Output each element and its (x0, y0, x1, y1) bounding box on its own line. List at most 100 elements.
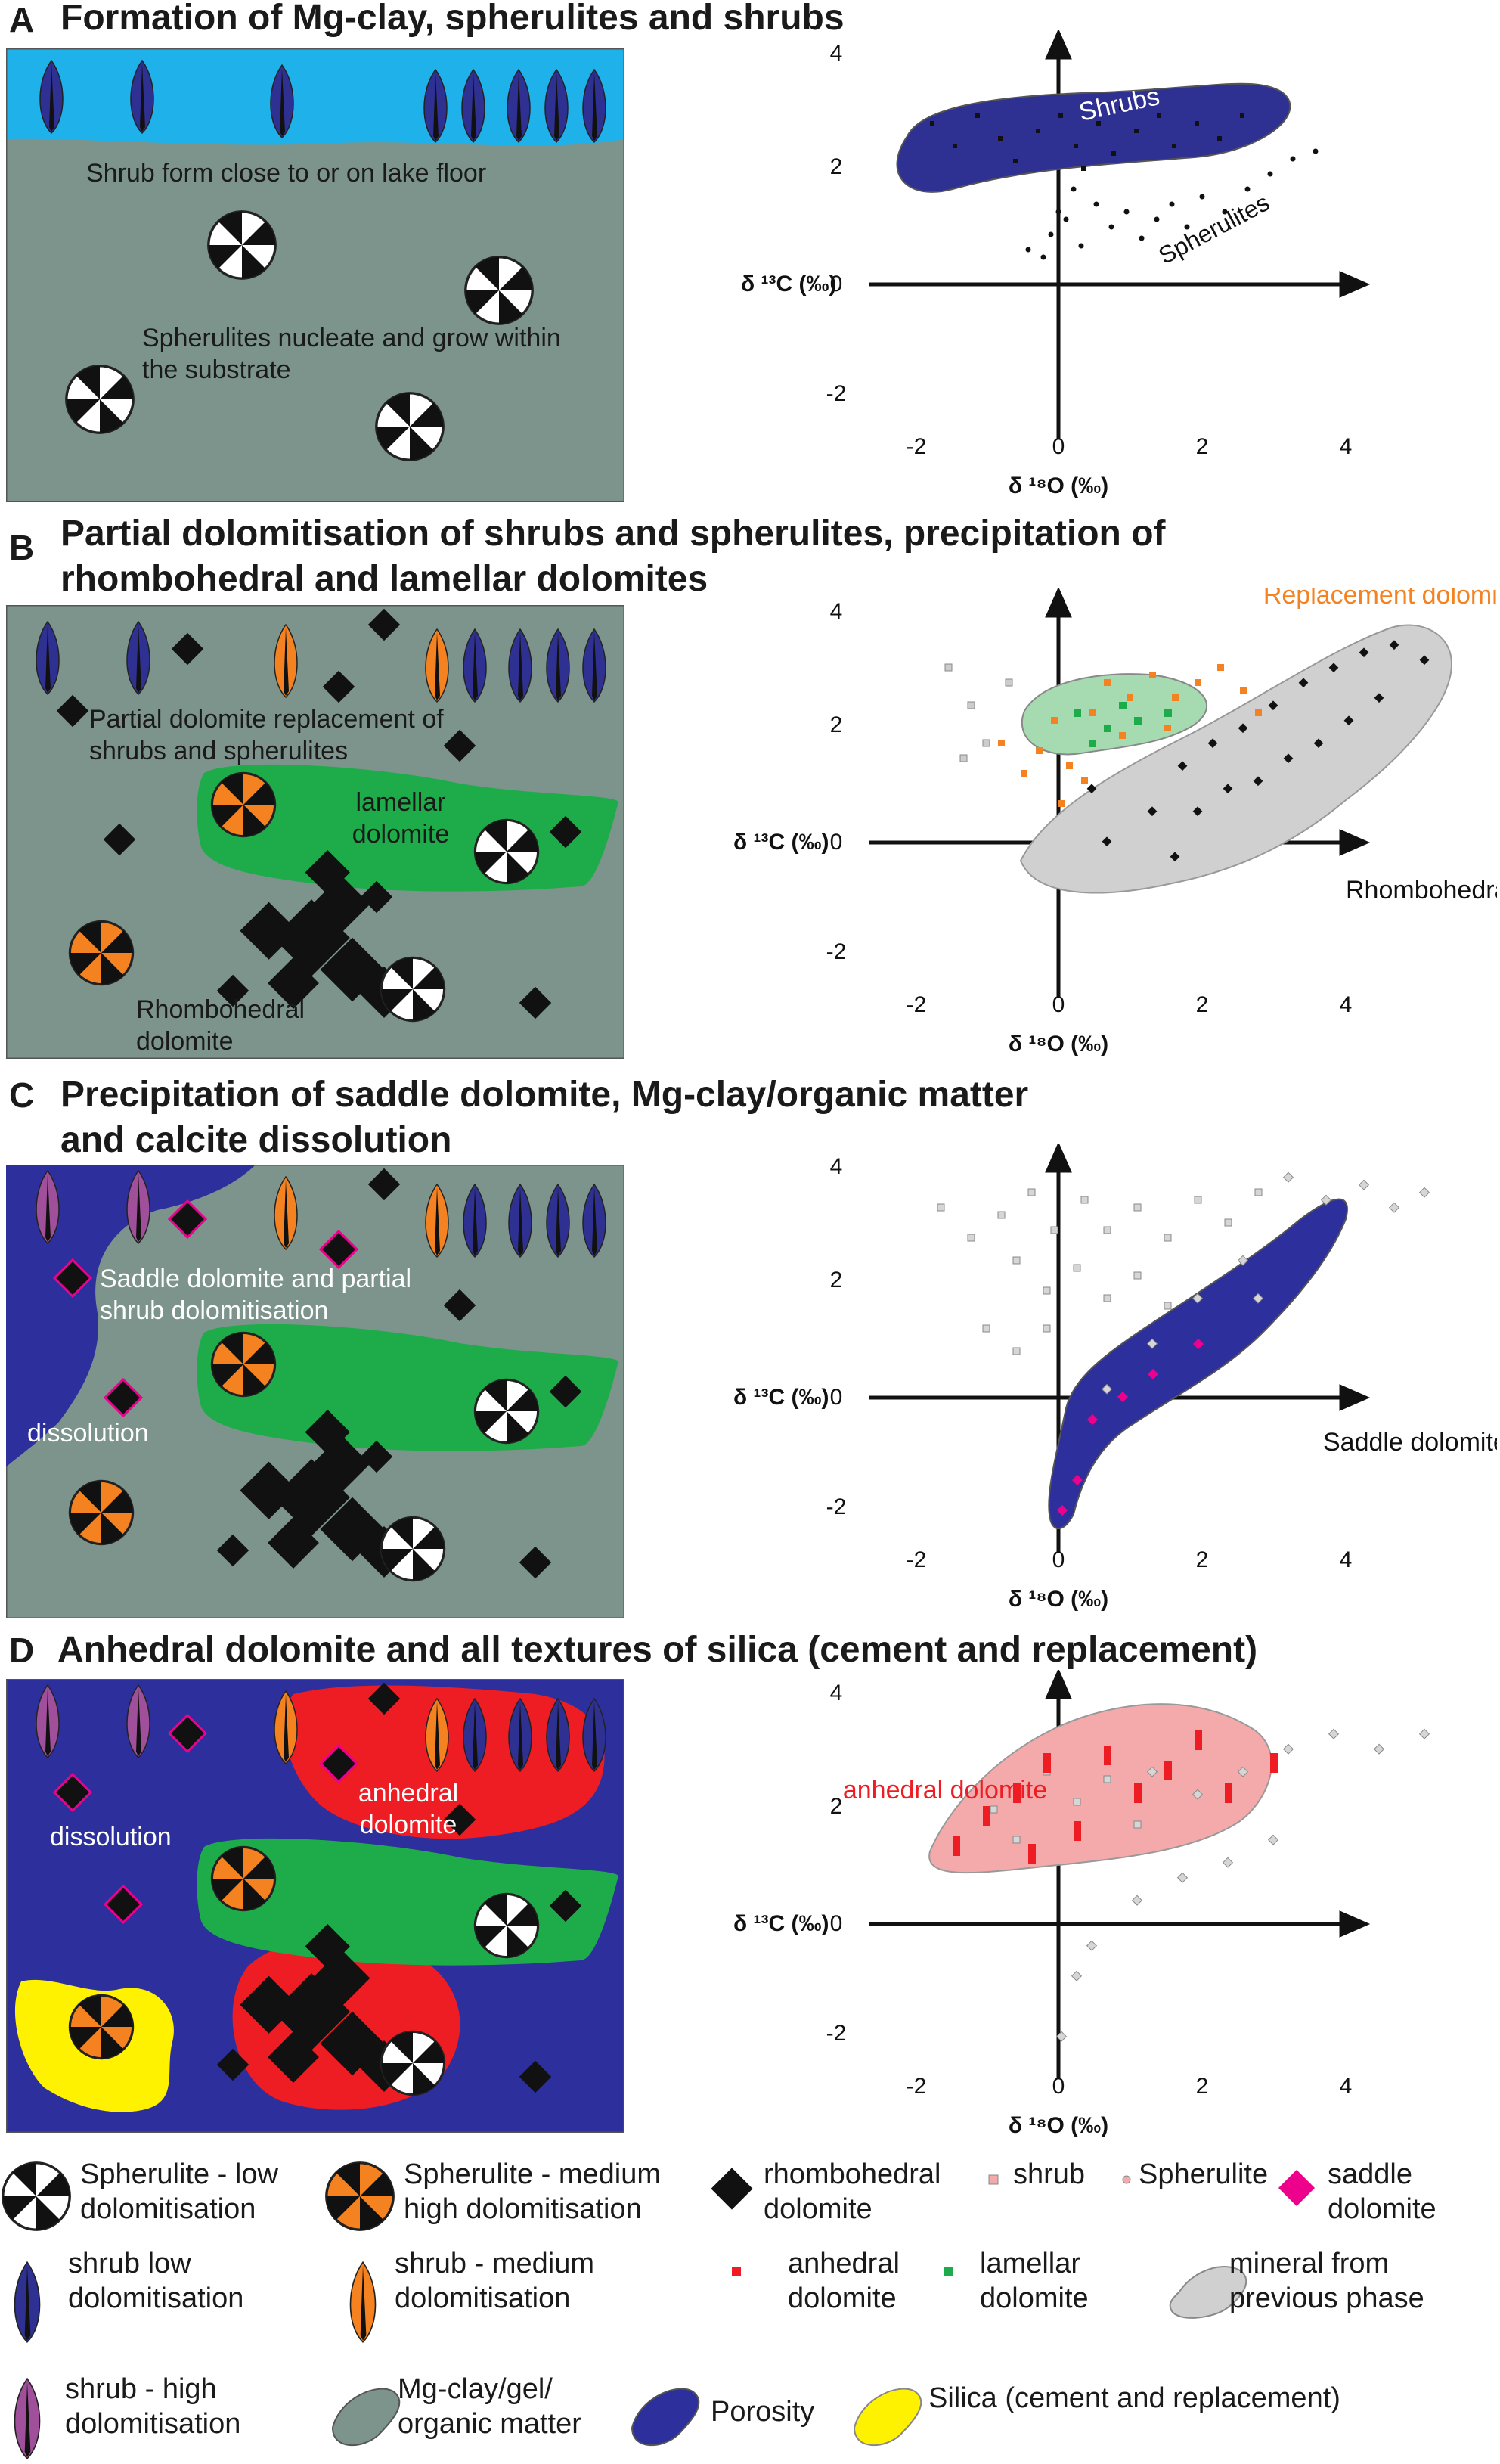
spherulite-icon (210, 1331, 277, 1398)
spherulite-icon (380, 2030, 446, 2096)
x-axis-label: δ ¹⁸O (‰) (1009, 473, 1108, 498)
legend-label-anhedral: anhedral dolomite (788, 2248, 900, 2314)
y-tick: -2 (826, 2021, 847, 2046)
y-tick: 0 (830, 1911, 843, 1936)
shrub-high-icon (14, 2378, 41, 2459)
lamellar-field (1021, 673, 1207, 756)
previous-phase-icon (1169, 2266, 1247, 2319)
y-tick: 0 (830, 830, 843, 855)
legend-label-saddle: saddle dolomite (1328, 2158, 1436, 2225)
legend-label-previous-phase: mineral from previous phase (1229, 2248, 1424, 2314)
x-tick: 2 (1196, 992, 1209, 1017)
silica-icon (853, 2388, 922, 2446)
annotation-lamellar: lamellar dolomite (352, 788, 450, 849)
panel-c-isotope-plot: Saddle dolomite and shrub dolomitisation… (733, 1144, 1497, 1612)
region-label-saddle: Saddle dolomite and shrub dolomitisation (1323, 1428, 1497, 1457)
y-tick: 0 (830, 1385, 843, 1410)
legend-label-shrub-medium: shrub - medium dolomitisation (395, 2248, 594, 2314)
panel-b-isotope-plot: Replacement dolomite Rhombohedral dolomi… (733, 588, 1497, 1057)
data-points (953, 1728, 1430, 2042)
annotation-saddle-dolomite: Saddle dolomite and partial shrub dolomi… (100, 1265, 412, 1325)
x-axis-label: δ ¹⁸O (‰) (1009, 1032, 1108, 1057)
y-tick: 2 (830, 712, 843, 737)
spherulite-icon (65, 365, 135, 434)
x-tick: -2 (907, 992, 927, 1017)
x-tick: -2 (907, 2074, 927, 2099)
x-tick: 4 (1340, 434, 1353, 459)
y-tick: 4 (830, 41, 843, 66)
y-axis-label: δ ¹³C (‰) (733, 830, 829, 855)
x-tick: 0 (1052, 434, 1065, 459)
x-tick: 4 (1340, 992, 1353, 1017)
y-axis-label: δ ¹³C (‰) (733, 1385, 829, 1410)
spherulite-icon (375, 392, 445, 461)
annotation-dissolution: dissolution (27, 1419, 149, 1448)
panel-b-schematic (6, 605, 624, 1059)
data-points (930, 106, 1319, 260)
data-points (937, 1171, 1430, 1516)
x-tick: 0 (1052, 992, 1065, 1017)
panel-d-schematic (6, 1679, 624, 2133)
panel-c-letter: C (9, 1075, 35, 1115)
shrub-marker-icon (988, 2174, 999, 2185)
anhedral-dolomite-icon (732, 2267, 741, 2276)
spherulite-icon (207, 210, 277, 280)
y-tick: -2 (826, 1494, 847, 1519)
legend-label-spherulite-low: Spherulite - low dolomitisation (80, 2158, 278, 2225)
x-tick: 2 (1196, 1547, 1209, 1572)
legend-label-rhombohedral: rhombohedral dolomite (764, 2158, 941, 2225)
y-tick: 2 (830, 1268, 843, 1293)
legend-label-lamellar: lamellar dolomite (980, 2248, 1089, 2314)
x-axis-label: δ ¹⁸O (‰) (1009, 1587, 1108, 1612)
x-tick: 2 (1196, 2074, 1209, 2099)
spherulite-icon (473, 1378, 540, 1445)
legend-label-porosity: Porosity (711, 2396, 815, 2428)
y-tick: 0 (830, 272, 843, 296)
spherulite-icon (464, 256, 534, 325)
spherulite-medium-icon (325, 2161, 395, 2231)
y-tick: 4 (830, 1680, 843, 1705)
annotation-spherulites-nucleate: Spherulites nucleate and grow within the… (142, 324, 561, 384)
porosity-icon (631, 2388, 700, 2446)
annotation-shrub-form: Shrub form close to or on lake floor (86, 159, 487, 188)
panel-c-schematic (6, 1165, 624, 1618)
x-tick: 0 (1052, 1547, 1065, 1572)
spherulite-icon (210, 771, 277, 838)
annotation-anhedral: anhedral dolomite (358, 1779, 459, 1839)
y-axis-label: δ ¹³C (‰) (741, 272, 837, 296)
data-points (944, 640, 1430, 862)
panel-a-schematic (6, 48, 624, 502)
porosity-area (6, 1165, 256, 1467)
rhombohedral-field (1019, 624, 1453, 894)
lake-water (6, 48, 624, 146)
y-tick: 2 (830, 154, 843, 179)
legend-label-spherulite: Spherulite (1139, 2158, 1269, 2190)
saddle-field (1048, 1198, 1348, 1530)
saddle-dolomite-icon (1278, 2169, 1316, 2207)
rhombohedral-dolomite-icon (711, 2168, 753, 2210)
mg-clay-icon (331, 2388, 401, 2446)
x-axis-label: δ ¹⁸O (‰) (1009, 2113, 1108, 2138)
spherulite-icon (210, 1845, 277, 1912)
y-axis-label: δ ¹³C (‰) (733, 1911, 829, 1936)
panel-a-letter: A (9, 0, 35, 39)
spherulite-icon (473, 1892, 540, 1959)
spherulite-icon (380, 1516, 446, 1582)
panel-a-isotope-plot: Shrubs Spherulites 4 2 0 -2 -2 0 2 4 δ ¹… (741, 30, 1371, 498)
spherulite-marker-icon (1122, 2175, 1131, 2184)
annotation-partial-replacement: Partial dolomite replacement of shrubs a… (89, 705, 444, 765)
spherulite-icon (68, 920, 135, 986)
shrub-low-icon (14, 2261, 41, 2343)
x-tick: 0 (1052, 2074, 1065, 2099)
spherulite-icon (68, 1479, 135, 1546)
legend-label-shrub: shrub (1013, 2158, 1086, 2190)
spherulite-icon (473, 818, 540, 885)
x-tick: 4 (1340, 2074, 1353, 2099)
region-label-replacement: Replacement dolomite (1263, 588, 1497, 610)
legend-label-shrub-low: shrub low dolomitisation (68, 2248, 244, 2314)
y-tick: -2 (826, 381, 847, 406)
region-label-anhedral: anhedral dolomite (843, 1776, 1047, 1805)
panel-b-letter: B (9, 528, 35, 567)
panel-a-title: Formation of Mg-clay, spherulites and sh… (60, 0, 845, 38)
x-tick: 4 (1340, 1547, 1353, 1572)
